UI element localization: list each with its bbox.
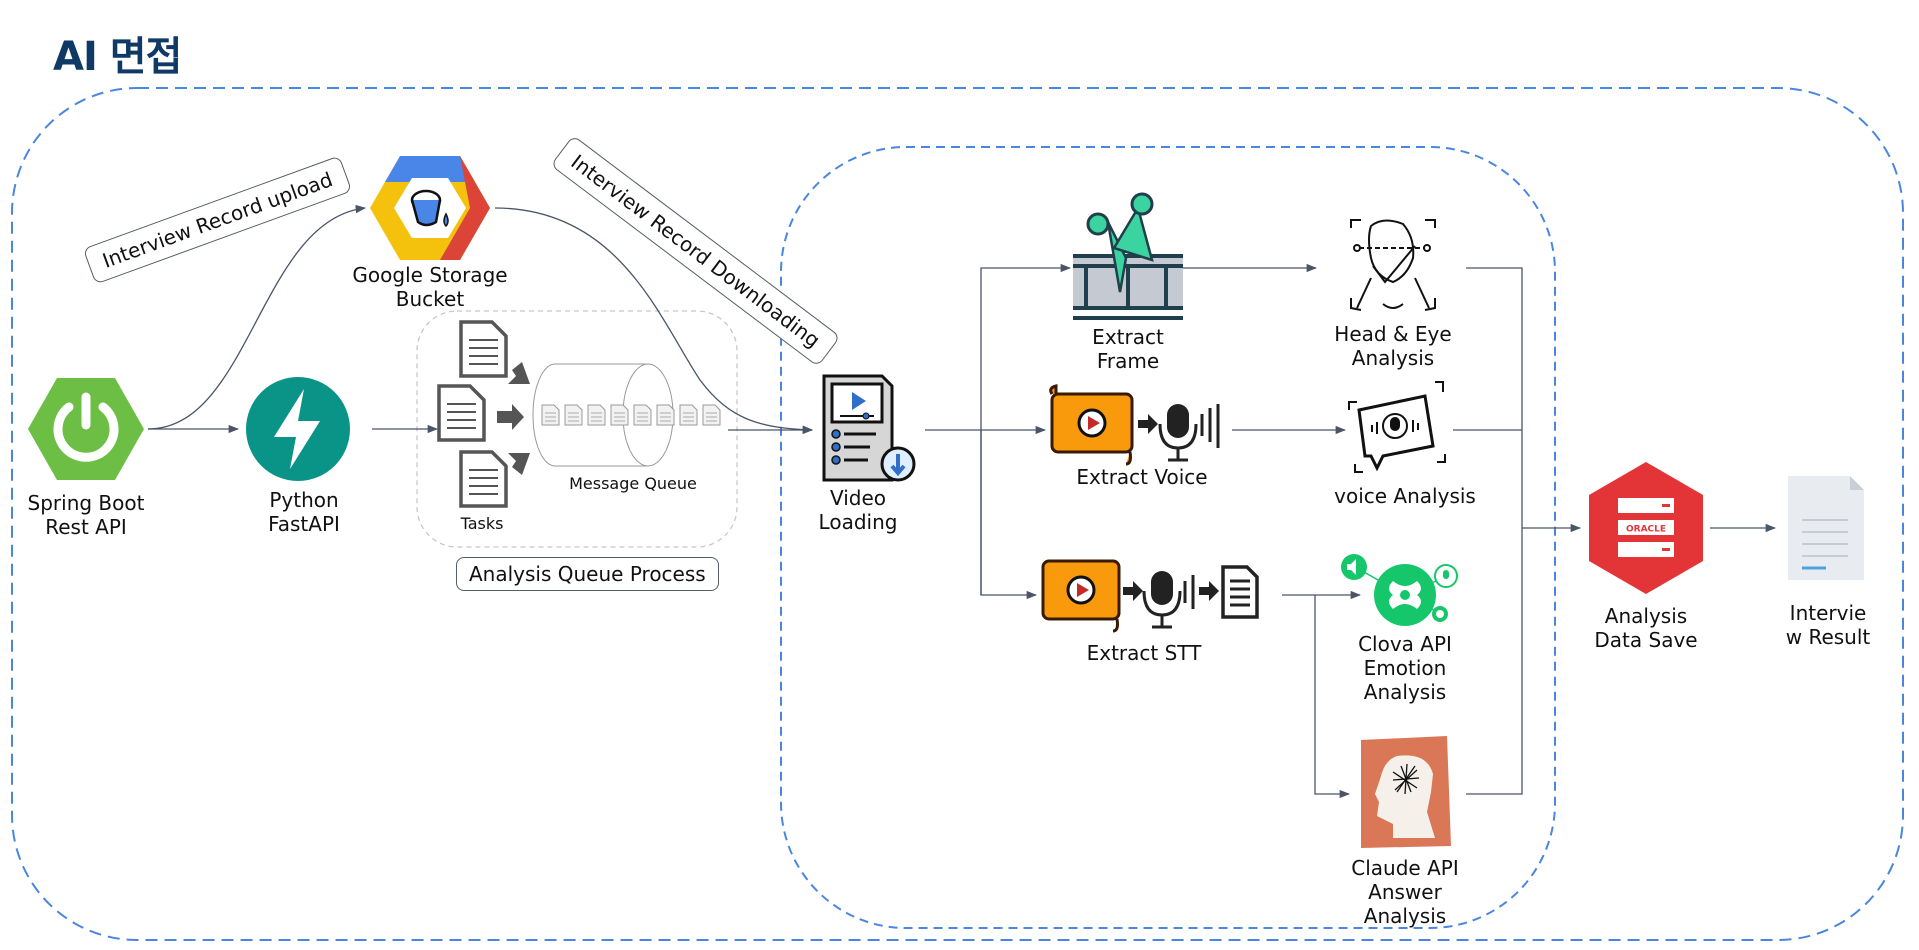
result-label: Intervie w Result xyxy=(1785,601,1871,649)
queue-messages xyxy=(541,404,721,426)
queue-message-icon xyxy=(679,404,698,426)
extract-stt-label: Extract STT xyxy=(1086,641,1202,665)
clova-label: Clova API Emotion Analysis xyxy=(1358,632,1452,704)
extract-frame-label: Extract Frame xyxy=(1092,325,1164,373)
queue-message-icon xyxy=(702,404,721,426)
film-to-mic-icon xyxy=(1049,384,1220,466)
queue-message-icon xyxy=(541,404,560,426)
tasks-label: Tasks xyxy=(460,514,504,533)
queue-message-icon xyxy=(610,404,629,426)
film-to-mic-to-text-icon xyxy=(1041,559,1259,633)
storage-bucket-icon xyxy=(370,156,490,260)
page-title: AI 면접 xyxy=(53,34,182,80)
task-arrows xyxy=(497,362,530,475)
queue-group-label: Analysis Queue Process xyxy=(456,557,719,591)
lightning-icon xyxy=(246,377,350,481)
fastapi-label: Python FastAPI xyxy=(268,488,340,536)
queue-message-icon xyxy=(656,404,675,426)
task-lines xyxy=(447,339,498,495)
voice-analysis-label: voice Analysis xyxy=(1334,484,1476,508)
queue-message-icon xyxy=(564,404,583,426)
outer-system-boundary xyxy=(11,87,1904,941)
video-download-icon xyxy=(822,374,916,482)
head-eye-label: Head & Eye Analysis xyxy=(1334,322,1452,370)
queue-message-icon xyxy=(633,404,652,426)
clova-icon xyxy=(1341,554,1458,626)
extract-voice-label: Extract Voice xyxy=(1076,465,1208,489)
queue-message-icon xyxy=(587,404,606,426)
edge-gcs-to-video xyxy=(494,207,814,434)
result-document-icon xyxy=(1788,476,1864,580)
edge-headeye-to-collector xyxy=(1466,267,1523,795)
voice-bubble-icon xyxy=(1348,381,1446,473)
message-queue-label: Message Queue xyxy=(569,474,697,493)
gcs-label: Google Storage Bucket xyxy=(352,263,508,311)
oracle-badge: ORACLE xyxy=(1626,525,1666,535)
edge-stt-to-claude xyxy=(1314,595,1351,799)
spring-power-icon xyxy=(28,378,144,480)
claude-label: Claude API Answer Analysis xyxy=(1351,856,1459,928)
edge-spring-to-gcs xyxy=(147,204,367,430)
claude-head-icon xyxy=(1361,736,1451,848)
video-loading-label: Video Loading xyxy=(818,486,898,534)
face-scan-icon xyxy=(1350,219,1436,311)
spring-boot-label: Spring Boot Rest API xyxy=(27,491,145,539)
analysis-server-boundary xyxy=(780,146,1556,929)
oracle-label: Analysis Data Save xyxy=(1594,604,1698,652)
film-scissors-icon xyxy=(1073,192,1183,320)
oracle-db-icon: ORACLE xyxy=(1589,462,1703,594)
edge-branch-to-stt xyxy=(980,430,1038,600)
